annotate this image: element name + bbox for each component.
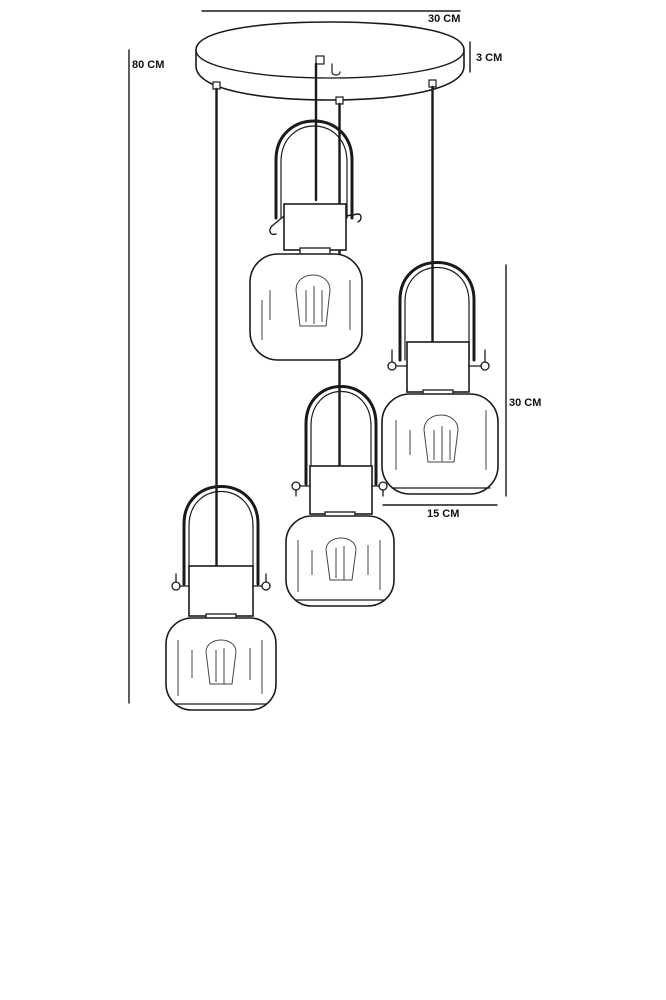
dimension-canopy-height: 3 CM (469, 41, 502, 73)
dimension-total-height: 80 CM (128, 49, 164, 704)
dimension-pendant-height: 30 CM (505, 264, 541, 497)
pendant-light-4 (165, 485, 277, 711)
dimension-label-pendant-width: 15 CM (427, 508, 459, 520)
pendant-light-1 (249, 119, 363, 361)
dimension-label-total-height: 80 CM (132, 59, 164, 71)
pendant-light-3 (285, 385, 395, 607)
dimension-label-pendant-height: 30 CM (509, 397, 541, 409)
dimension-label-canopy-height: 3 CM (476, 52, 502, 64)
dimension-label-canopy-diameter: 30 CM (428, 13, 460, 25)
dimension-pendant-width: 15 CM (382, 504, 498, 520)
ceiling-canopy (195, 21, 465, 105)
pendant-light-2 (381, 261, 499, 495)
dimension-canopy-diameter: 30 CM (201, 10, 461, 25)
